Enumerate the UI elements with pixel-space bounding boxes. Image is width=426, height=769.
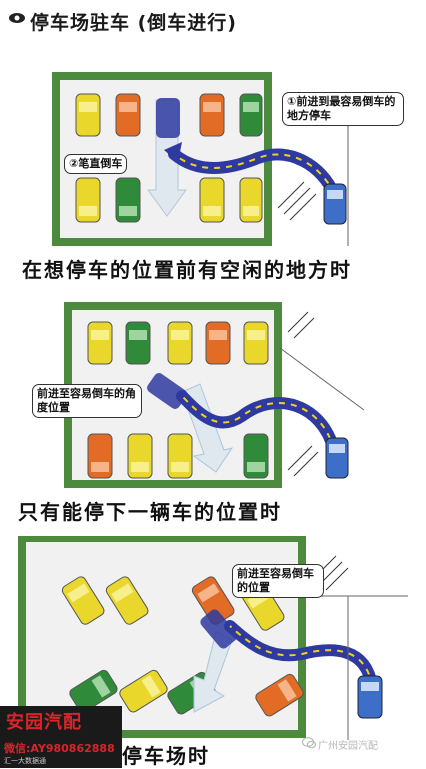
brand-name: 安园汽配 — [6, 712, 82, 733]
eye-icon — [9, 13, 25, 23]
car — [205, 321, 231, 365]
chat-bubble-icon — [302, 737, 316, 749]
brand-sub: 汇一大数据通 — [4, 757, 46, 765]
player-car — [325, 437, 349, 479]
car — [75, 177, 101, 223]
car — [167, 321, 193, 365]
brand-contact: 微信:AY980862888 — [4, 742, 115, 755]
car — [115, 177, 141, 223]
car — [199, 93, 225, 137]
car — [167, 433, 193, 479]
caption-1: 在想停车的位置前有空闲的地方时 — [22, 258, 352, 282]
caption-2: 只有能停下一辆车的位置时 — [18, 500, 282, 524]
account-watermark: 广州安园汽配 — [318, 741, 378, 752]
caption-3: 停车场时 — [122, 744, 210, 768]
car — [105, 576, 149, 625]
car — [243, 321, 269, 365]
parking-diagram-2 — [64, 302, 365, 488]
brand-badge — [0, 706, 122, 768]
player-car — [357, 675, 383, 719]
car — [239, 93, 263, 137]
car — [125, 321, 151, 365]
panel-one-space — [64, 300, 408, 488]
callout-angle: 前进至容易倒车的角度位置 — [32, 384, 142, 418]
reverse-arrow — [193, 631, 233, 713]
car — [255, 673, 304, 717]
player-car — [323, 183, 347, 225]
car — [199, 177, 225, 223]
car — [69, 669, 118, 713]
car — [87, 321, 113, 365]
car — [75, 93, 101, 137]
callout-step-1: ①前进到最容易倒车的地方停车 — [282, 92, 404, 126]
car — [119, 669, 168, 713]
car — [239, 177, 263, 223]
car — [61, 576, 105, 625]
page-title: 停车场驻车 (倒车进行) — [30, 12, 237, 34]
drive-route — [176, 390, 340, 456]
car — [115, 93, 141, 137]
car — [127, 433, 153, 479]
callout-step-2: ②笔直倒车 — [64, 154, 128, 174]
car — [243, 433, 269, 479]
callout-position: 前进至容易倒车的位置 — [232, 564, 324, 598]
car — [87, 433, 113, 479]
